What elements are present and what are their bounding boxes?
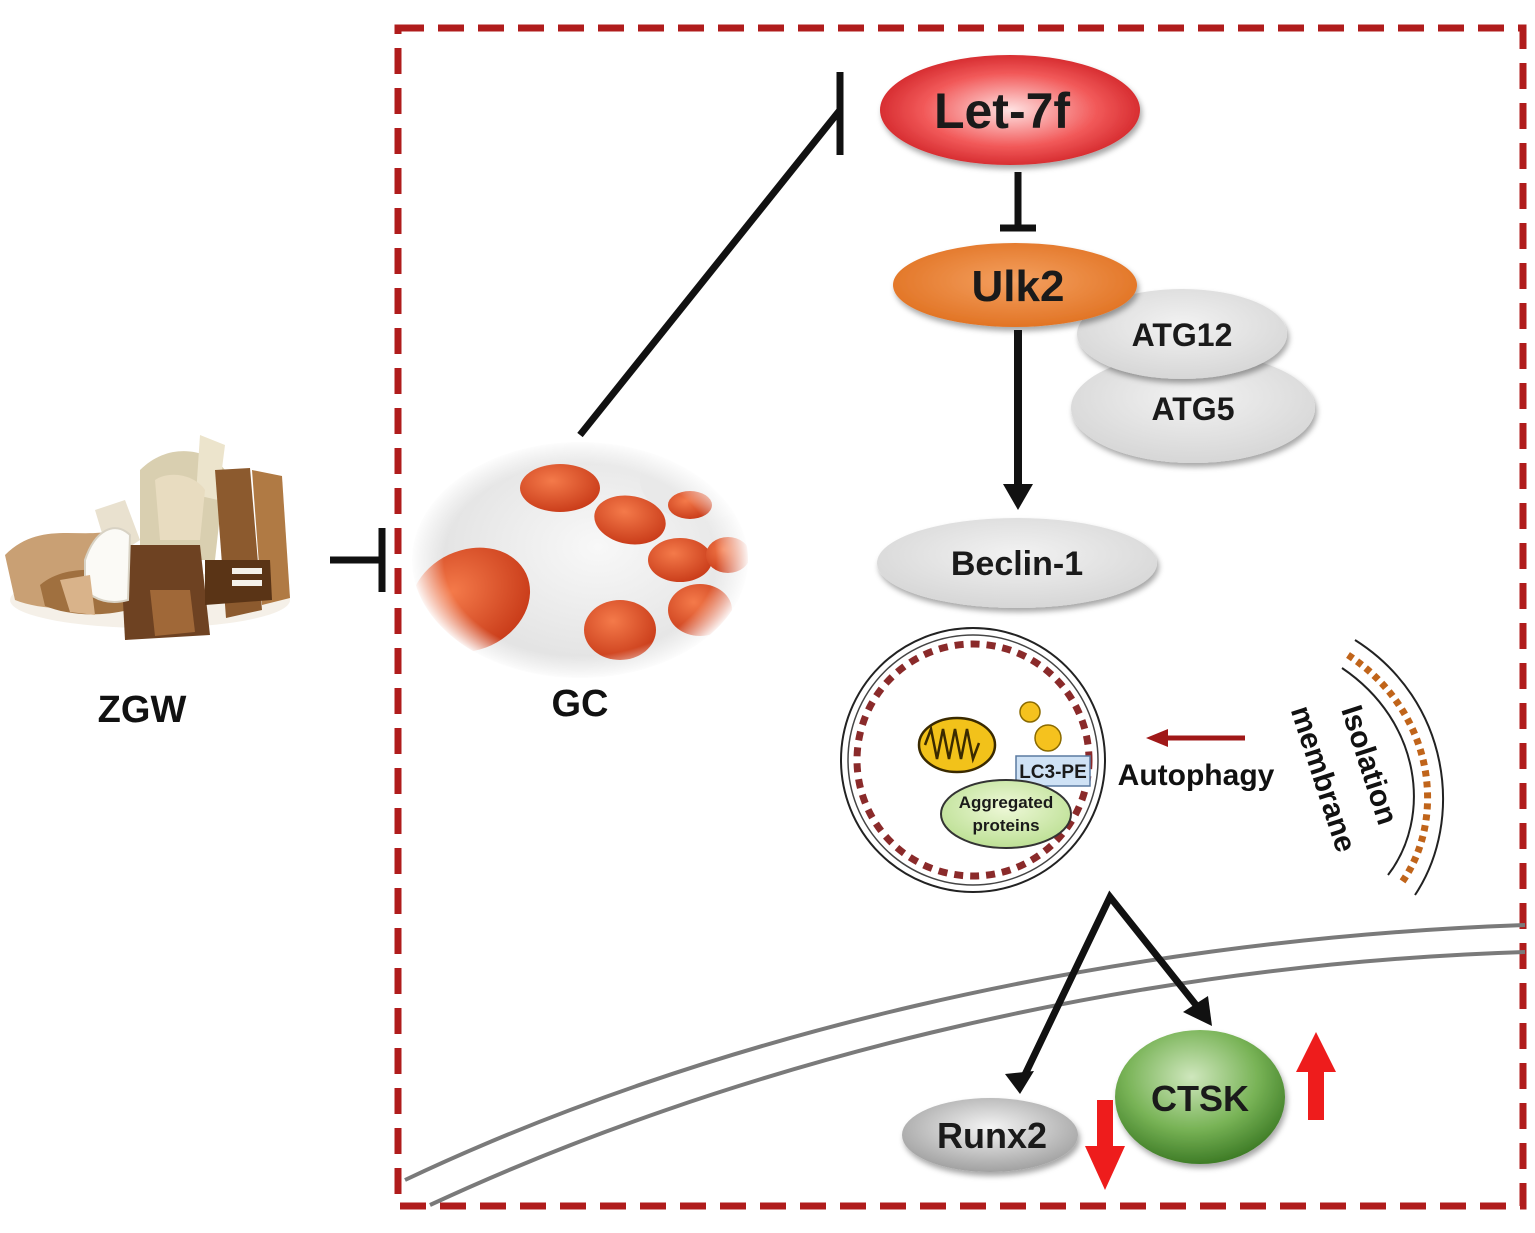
ctsk-label: CTSK xyxy=(1151,1078,1249,1119)
atg5-label: ATG5 xyxy=(1152,391,1235,427)
gc-pills-image xyxy=(410,440,750,680)
ctsk-node: CTSK xyxy=(1115,1030,1285,1164)
gc-inhibit-let7f-arrow xyxy=(577,72,844,438)
autophagy-label: Autophagy xyxy=(1118,759,1275,792)
let7f-label: Let-7f xyxy=(934,83,1070,139)
atg12-label: ATG12 xyxy=(1132,317,1233,353)
lipid-droplets-icon xyxy=(1019,701,1062,752)
aggregated-proteins-blob: Aggregated proteins xyxy=(940,779,1072,849)
beclin1-label: Beclin-1 xyxy=(951,545,1083,583)
branch-arrows xyxy=(1005,890,1212,1094)
autophagy-arrow xyxy=(1146,729,1245,747)
ctsk-up-arrow xyxy=(1296,1032,1336,1120)
proteins-label: proteins xyxy=(972,816,1039,835)
mitochondrion-icon xyxy=(917,716,997,774)
atg12-node: ATG12 xyxy=(1077,289,1287,379)
cell-boundary-frame xyxy=(394,24,1527,1210)
runx2-label: Runx2 xyxy=(937,1115,1047,1156)
lc3-pe-label: LC3-PE xyxy=(1019,762,1087,783)
let7f-node: Let-7f xyxy=(880,55,1140,165)
aggregated-label: Aggregated xyxy=(959,793,1053,812)
zgw-herb-image xyxy=(5,435,290,640)
beclin1-node: Beclin-1 xyxy=(877,518,1157,608)
zgw-label: ZGW xyxy=(98,689,187,731)
autophagosome: LC3-PE Aggregated proteins xyxy=(840,627,1106,893)
ulk2-node: Ulk2 xyxy=(893,243,1137,327)
let7f-inhibit-ulk2-arrow xyxy=(1000,172,1036,232)
isolation-membrane-icon xyxy=(1341,639,1444,896)
nuclear-membrane xyxy=(404,923,1526,1207)
zgw-inhibit-gc-arrow xyxy=(330,528,386,592)
ulk2-label: Ulk2 xyxy=(972,262,1065,311)
gc-label: GC xyxy=(552,683,609,725)
ulk2-to-beclin1-arrow xyxy=(1003,330,1033,510)
runx2-down-arrow xyxy=(1085,1100,1125,1190)
atg5-node: ATG5 xyxy=(1071,353,1315,463)
runx2-node: Runx2 xyxy=(902,1098,1078,1172)
